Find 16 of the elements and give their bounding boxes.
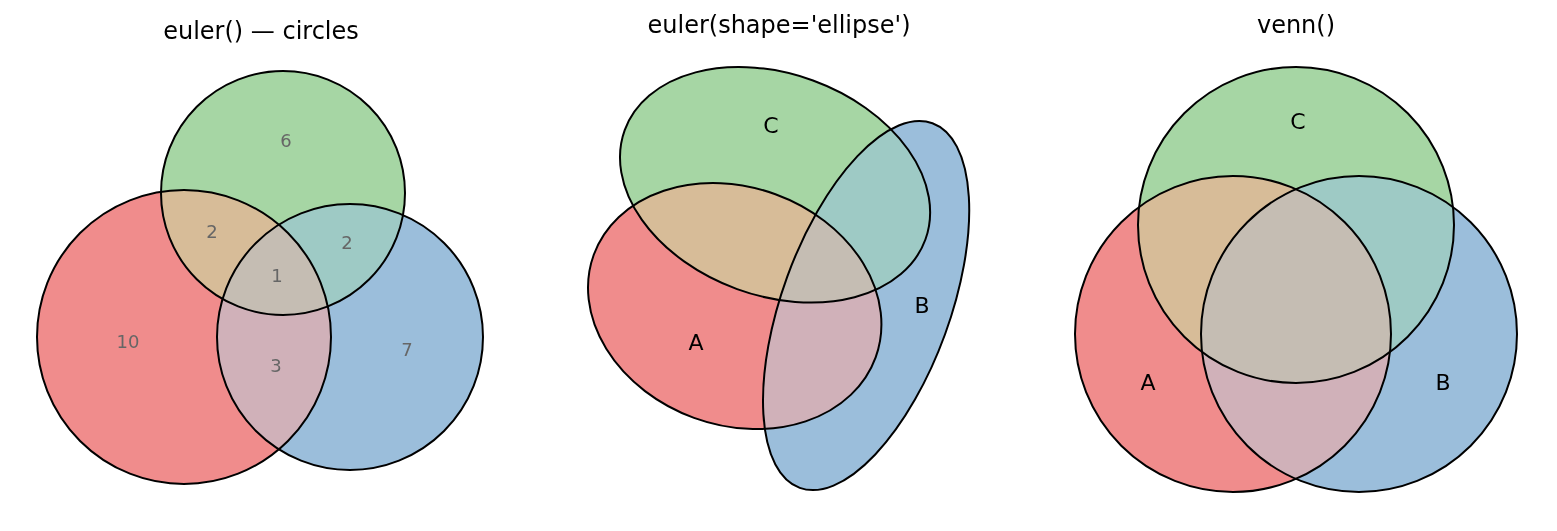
region-count: 2 [341,234,353,252]
region-count: 10 [116,333,140,351]
panel-title: euler(shape='ellipse') [647,13,911,37]
region-count: 1 [271,267,283,285]
region-count: 3 [270,357,282,375]
set-label: C [1290,111,1306,133]
set-label: C [763,115,779,137]
set-label: B [1435,372,1451,394]
region-count: 2 [206,223,218,241]
set-label: A [688,332,704,354]
region-count: 6 [280,132,292,150]
panel-title: euler() — circles [163,19,359,43]
set-label: A [1140,372,1156,394]
region-count: 7 [401,341,413,359]
panel-title: venn() [1256,13,1336,37]
set-label: B [914,295,930,317]
